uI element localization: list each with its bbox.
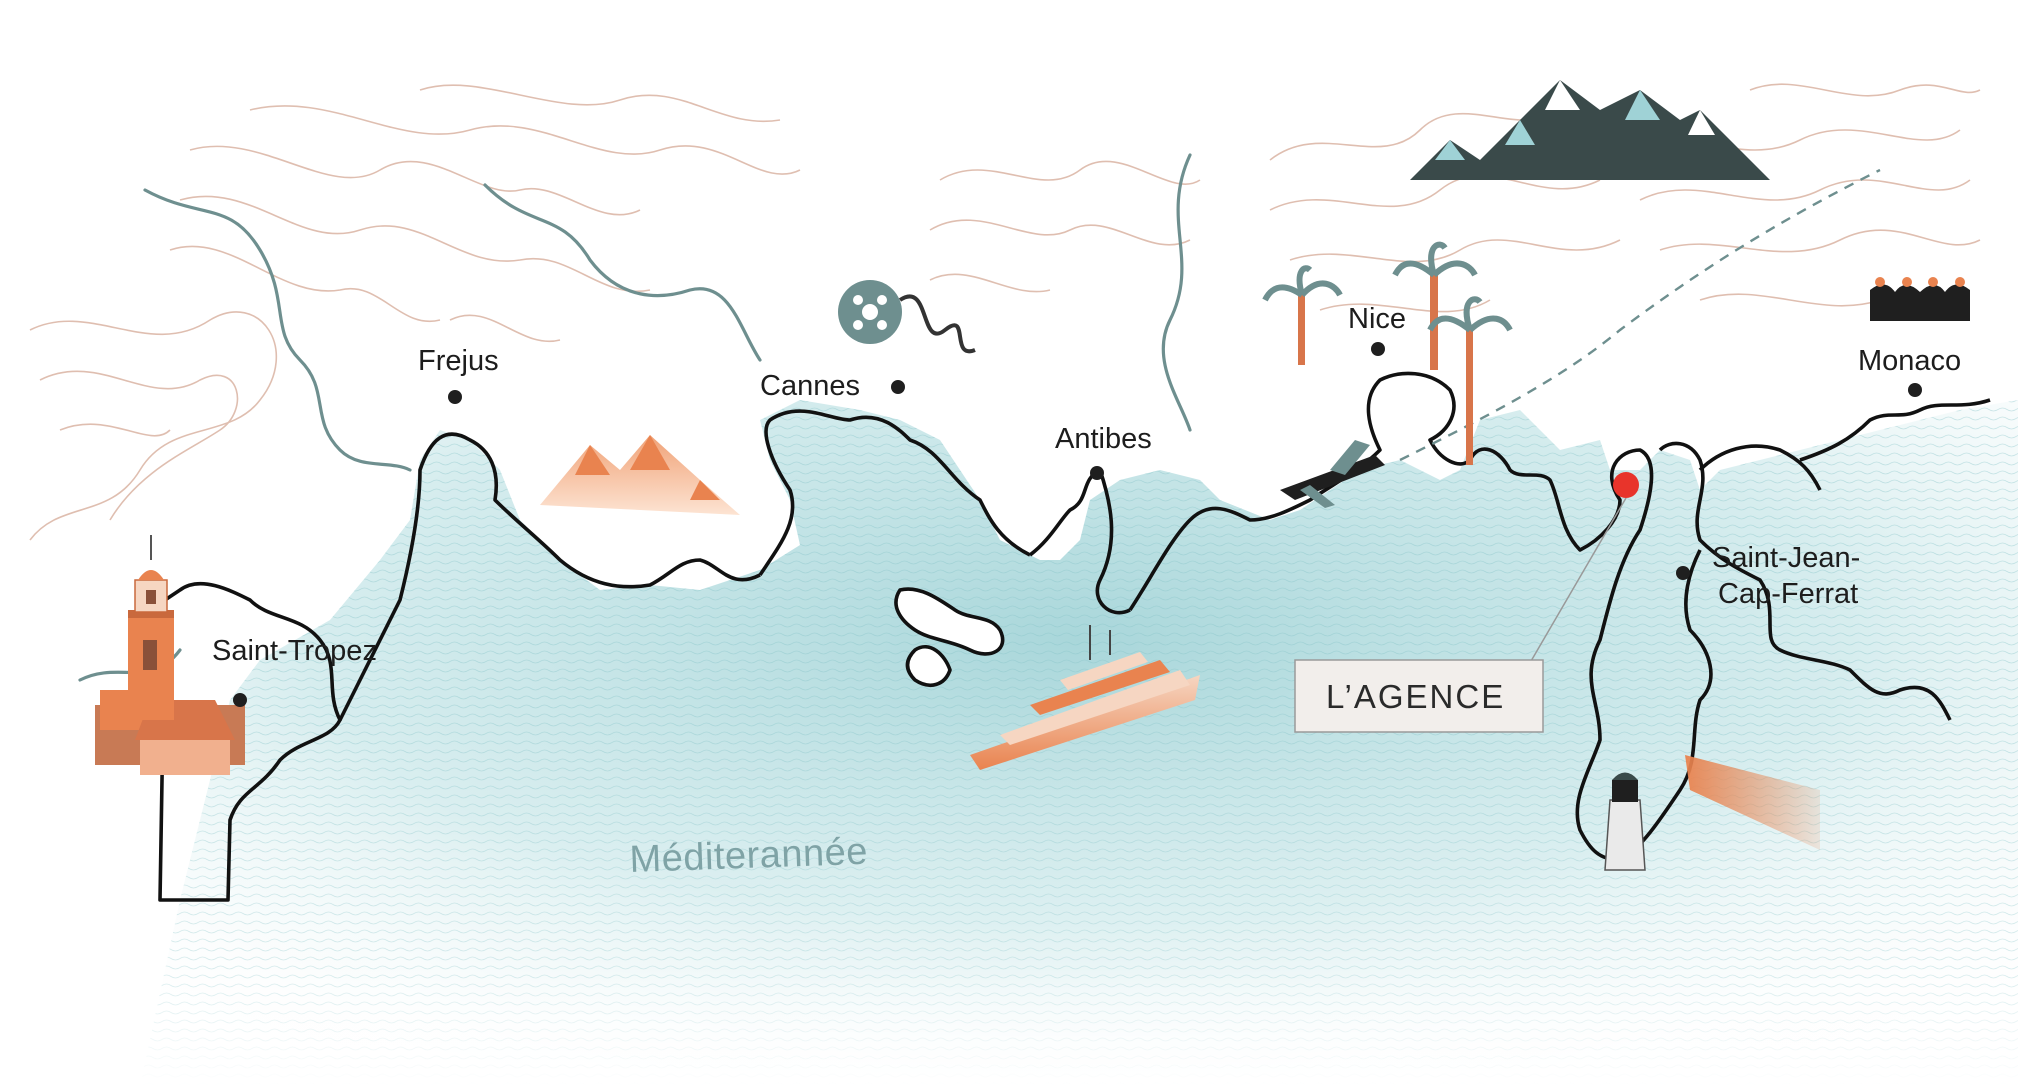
city-frejus: Frejus: [418, 345, 499, 404]
snowy-mountains-icon: [1410, 80, 1770, 180]
palm-trees-icon: [1262, 241, 1513, 465]
location-marker-icon: [1519, 472, 1639, 681]
film-reel-icon: [838, 280, 976, 354]
city-label-cap-ferrat: Cap-Ferrat: [1718, 578, 1858, 610]
coastline: [158, 371, 1991, 902]
city-label-antibes: Antibes: [1055, 423, 1152, 455]
agency-label: L’AGENCE: [1326, 678, 1505, 715]
city-cannes: Cannes: [760, 370, 905, 402]
yacht-icon: [970, 625, 1200, 770]
city-saint-tropez: Saint-Tropez: [212, 635, 377, 707]
city-label-saint-jean: Saint-Jean-: [1712, 542, 1860, 574]
city-dot: [1908, 383, 1922, 397]
city-label-monaco: Monaco: [1858, 345, 1961, 377]
city-label-nice: Nice: [1348, 303, 1406, 335]
lighthouse-icon: [1604, 755, 1820, 871]
city-dot: [891, 380, 905, 394]
crown-icon: [1870, 277, 1970, 321]
city-dot: [233, 693, 247, 707]
city-monaco: Monaco: [1858, 345, 1961, 397]
city-dot: [1090, 466, 1104, 480]
sea-label: Méditerannée: [629, 831, 869, 881]
church-tower-icon: [95, 535, 245, 775]
orange-mountains-icon: [540, 435, 740, 515]
airplane-icon: [1280, 440, 1385, 508]
city-dot: [448, 390, 462, 404]
city-label-saint-tropez: Saint-Tropez: [212, 635, 377, 667]
city-dot: [1676, 566, 1690, 580]
city-label-cannes: Cannes: [760, 370, 860, 402]
sea: [0, 400, 2018, 1086]
city-label-frejus: Frejus: [418, 345, 499, 377]
agency-callout: L’AGENCE: [1294, 659, 1544, 733]
city-nice: Nice: [1348, 303, 1406, 356]
city-dot: [1371, 342, 1385, 356]
flight-path: [1399, 168, 1881, 462]
city-saint-jean-cap-ferrat: Saint-Jean- Cap-Ferrat: [1676, 542, 1860, 610]
city-antibes: Antibes: [1055, 423, 1152, 480]
